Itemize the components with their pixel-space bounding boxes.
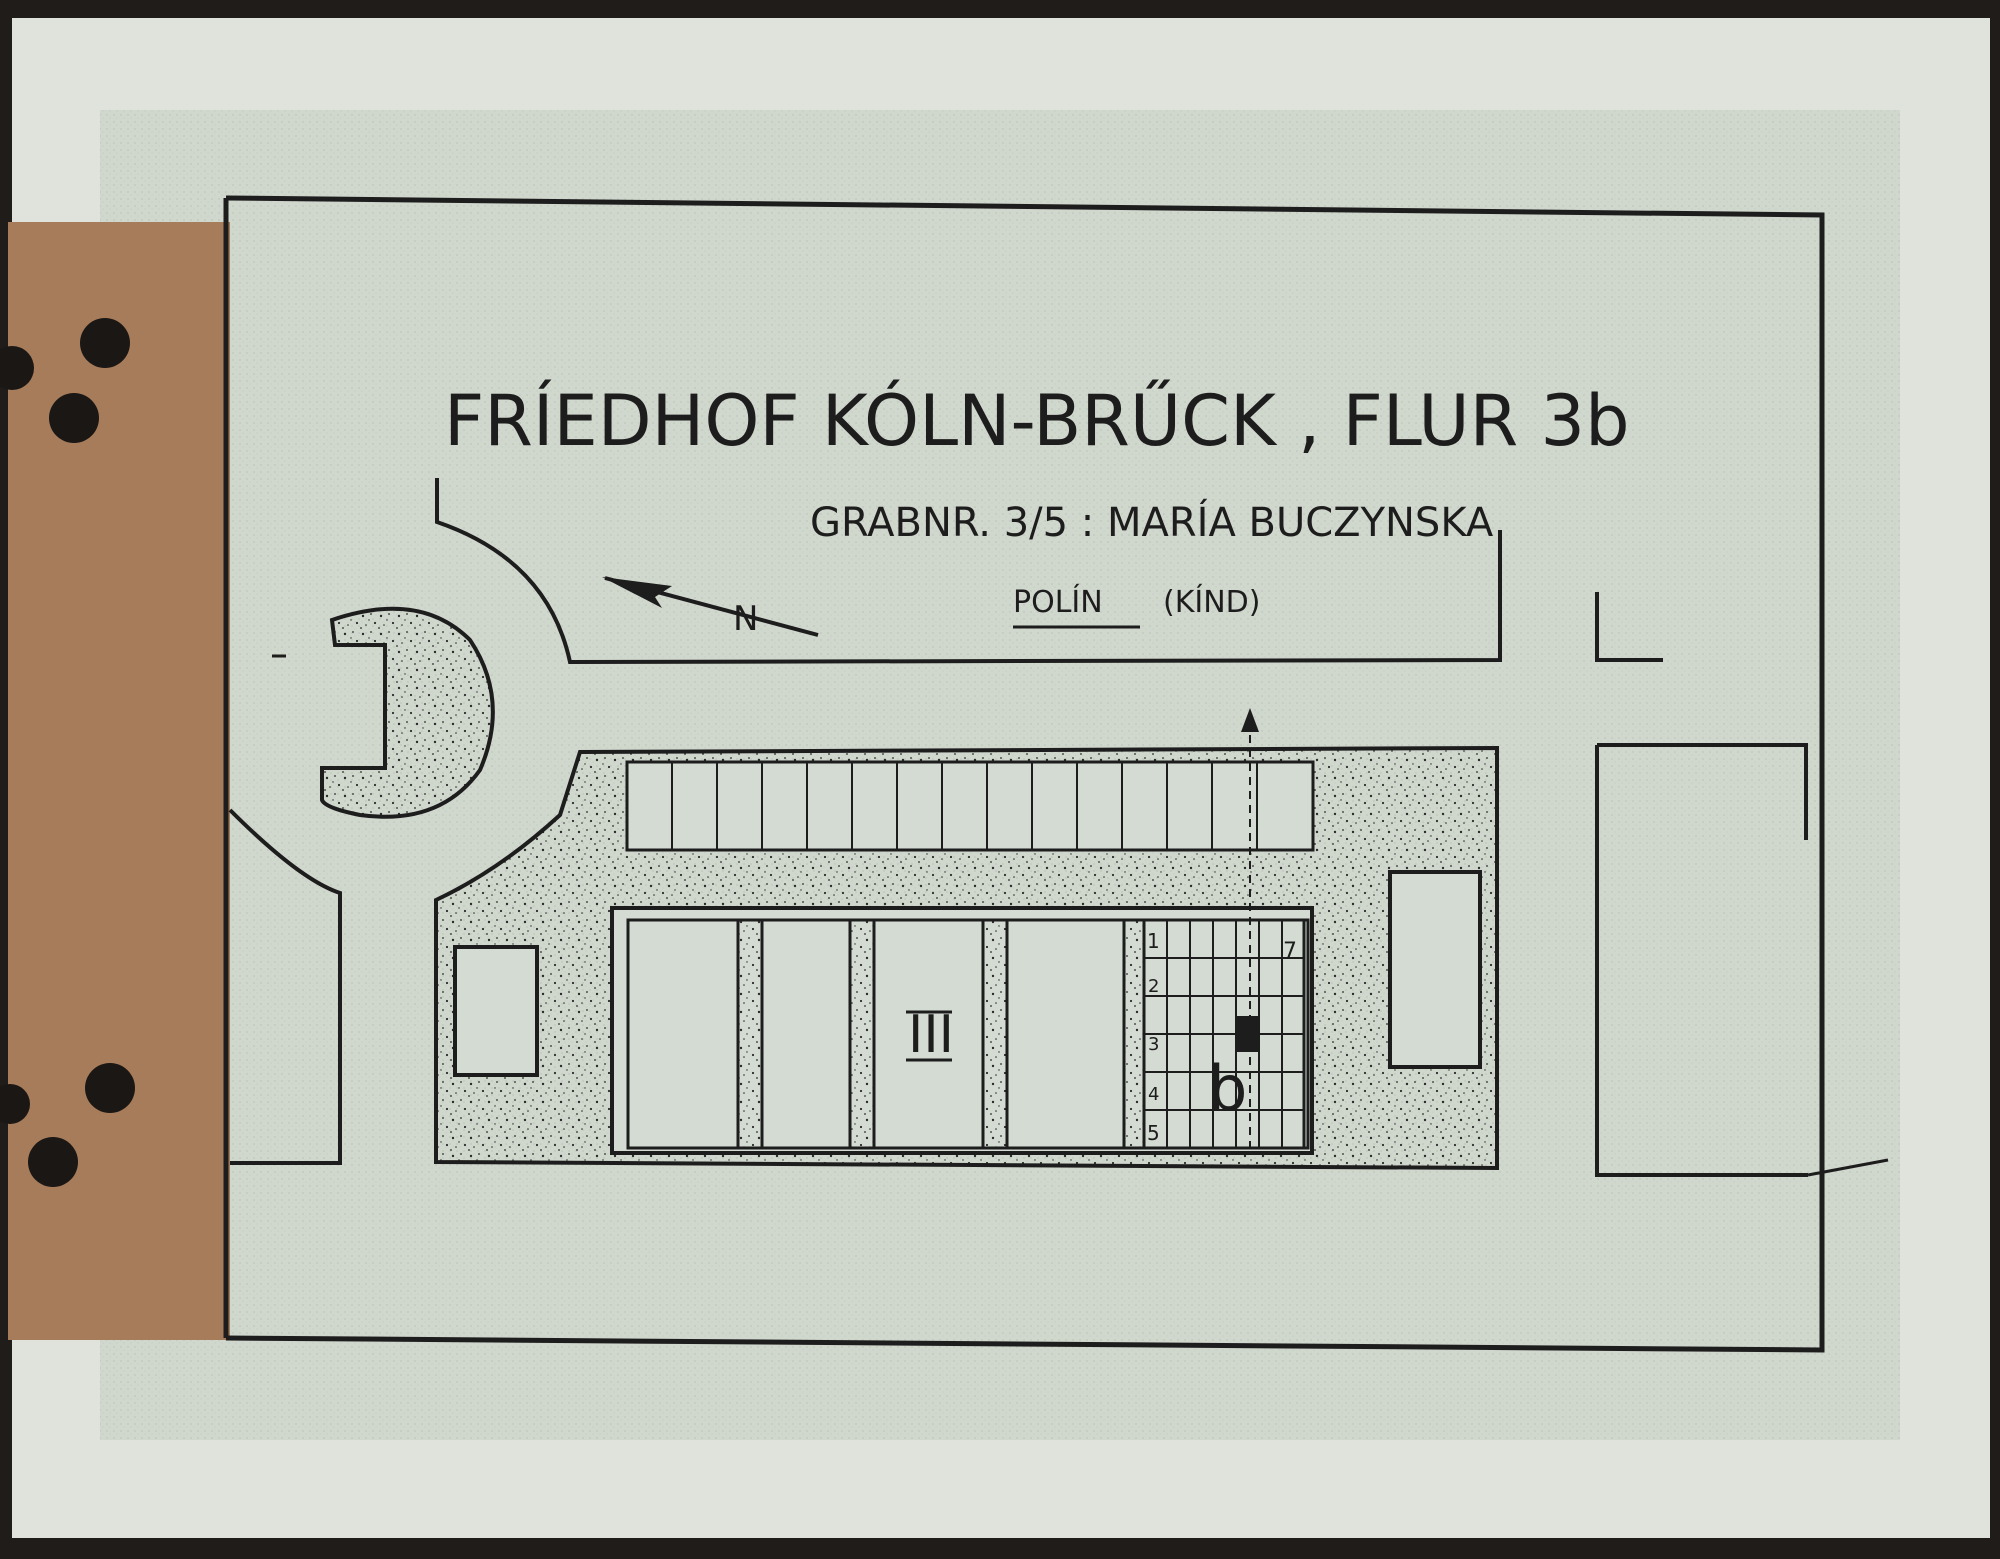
map-border <box>225 195 1825 1353</box>
punch-hole <box>80 318 130 368</box>
north-label: N <box>733 599 758 639</box>
left-small-bed <box>453 945 539 1077</box>
punch-hole <box>85 1063 135 1113</box>
grid-label-top-right: 7 <box>1283 939 1297 964</box>
note-label: (KÍND) <box>1163 584 1260 620</box>
left-road-outline <box>228 808 342 1165</box>
grid-row-mark: 3 <box>1148 1034 1159 1055</box>
locator-arrow-icon <box>1241 708 1259 732</box>
plot-letter: b <box>1208 1052 1247 1125</box>
north-arrow-icon <box>602 577 672 608</box>
grave-grid <box>1142 918 1306 1150</box>
hedge-strip <box>1122 918 1146 1150</box>
punch-hole <box>0 1084 30 1124</box>
section-numeral: III <box>908 1005 954 1065</box>
nationality-label: POLÍN <box>1013 584 1103 620</box>
grid-row-mark: 4 <box>1148 1084 1159 1105</box>
right-small-bed <box>1388 870 1482 1069</box>
grave-marker <box>1236 1016 1259 1052</box>
top-grave-row <box>625 760 1315 852</box>
hedge-strip <box>736 918 764 1150</box>
grid-label-top-left: 1 <box>1147 929 1160 953</box>
punch-hole <box>0 346 34 390</box>
punch-hole <box>49 393 99 443</box>
hedge-strip <box>848 918 876 1150</box>
grid-label-bottom-left: 5 <box>1147 1121 1160 1145</box>
roundel-planting <box>320 606 495 819</box>
hedge-strip <box>981 918 1009 1150</box>
right-area-outline <box>1595 745 1808 1177</box>
grave-line: GRABNR. 3/5 : MARÍA BUCZYNSKA <box>810 498 1494 546</box>
grid-row-mark: 2 <box>1148 976 1159 997</box>
path-corner-right <box>1595 592 1663 662</box>
right-area-extension <box>1807 1158 1889 1177</box>
upper-path-outline <box>435 478 1502 665</box>
map-title: FRÍEDHOF KÓLN-BRŰCK , FLUR 3b <box>444 380 1630 462</box>
right-area-top <box>1597 743 1808 840</box>
punch-hole <box>28 1137 78 1187</box>
